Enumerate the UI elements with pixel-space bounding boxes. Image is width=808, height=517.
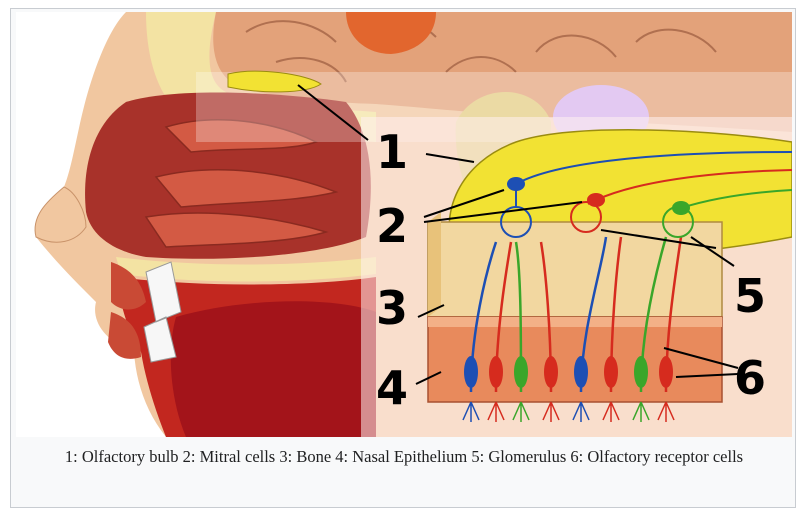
- figure-caption: 1: Olfactory bulb 2: Mitral cells 3: Bon…: [22, 443, 786, 470]
- bone-layer-side: [428, 212, 441, 317]
- label-3: 3: [376, 281, 408, 335]
- label-6: 6: [734, 351, 766, 405]
- label-1: 1: [376, 125, 408, 179]
- epithelium-top: [428, 317, 722, 327]
- label-4: 4: [376, 361, 408, 415]
- label-5: 5: [734, 269, 766, 323]
- olfactory-system-diagram[interactable]: 1 2 3 4 5 6: [16, 12, 792, 437]
- tongue: [171, 301, 376, 437]
- label-2: 2: [376, 199, 408, 253]
